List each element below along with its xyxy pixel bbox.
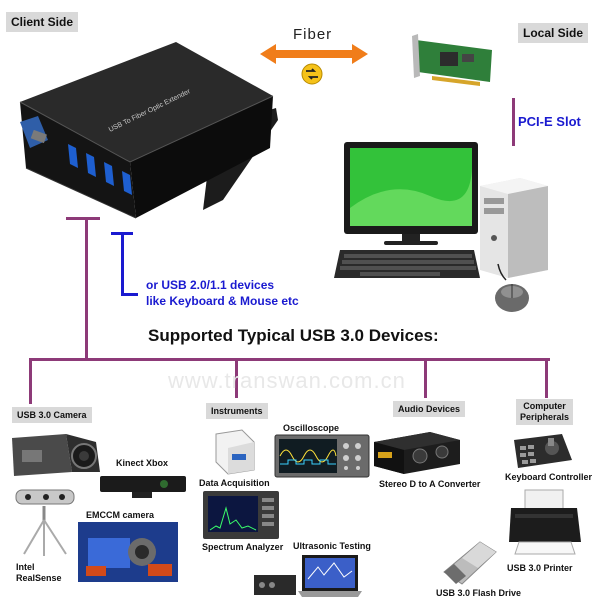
ultrasonic-testing-image — [254, 555, 362, 597]
kinect-label: Kinect Xbox — [116, 458, 169, 468]
usb2-devices-line2: like Keyboard & Mouse etc — [146, 294, 299, 308]
usb2-branch-bottom — [121, 293, 138, 296]
usb-printer-label: USB 3.0 Printer — [507, 563, 573, 573]
fiber-label: Fiber — [293, 26, 333, 43]
realsense-line1: Intel — [16, 562, 35, 572]
oscilloscope-image — [274, 434, 370, 478]
watermark-text: www.transwan.com.cn — [168, 368, 406, 393]
fiber-double-arrow-icon — [260, 44, 368, 64]
drop-camera — [29, 358, 32, 404]
audio-devices-tag: Audio Devices — [393, 401, 466, 417]
realsense-camera-image — [15, 489, 75, 556]
emccm-camera-image — [78, 522, 178, 582]
pcie-connector-bar — [512, 98, 515, 146]
flash-drive-label: USB 3.0 Flash Drive — [436, 588, 522, 598]
spectrum-analyzer-label: Spectrum Analyzer — [202, 542, 284, 552]
client-trunk — [85, 217, 88, 360]
fiber-extender-device: USB To Fiber Optic Extender — [19, 42, 278, 220]
keyboard-controller-label: Keyboard Controller — [505, 472, 593, 482]
data-acquisition-label: Data Acquisition — [199, 478, 270, 488]
stereo-dac-image — [374, 432, 460, 474]
kinect-xbox-image — [100, 476, 186, 498]
flash-drive-image — [443, 541, 497, 585]
data-acquisition-image — [215, 429, 255, 475]
usb30-camera-tag: USB 3.0 Camera — [12, 407, 92, 423]
keyboard-controller-image — [514, 434, 572, 468]
desktop-computer-image — [334, 142, 548, 312]
instruments-tag: Instruments — [206, 403, 268, 419]
client-branch-top — [66, 217, 100, 220]
spectrum-analyzer-image — [203, 491, 279, 539]
supported-devices-heading: Supported Typical USB 3.0 Devices: — [148, 326, 439, 345]
usb-printer-image — [509, 489, 581, 555]
usb2-devices-line1: or USB 2.0/1.1 devices — [146, 278, 275, 292]
realsense-line2: RealSense — [16, 573, 62, 583]
oscilloscope-label: Oscilloscope — [283, 423, 340, 433]
device-bus-line — [29, 358, 550, 361]
computer-peripherals-tag: Computer Peripherals — [516, 399, 574, 425]
drop-peripherals — [545, 358, 548, 398]
local-side-tag: Local Side — [518, 23, 589, 43]
computer-peripherals-line1: Computer — [523, 401, 566, 411]
ultrasonic-testing-label: Ultrasonic Testing — [293, 541, 371, 551]
pcie-card-image — [412, 34, 492, 86]
realsense-label: Intel RealSense — [16, 562, 62, 584]
computer-peripherals-line2: Peripherals — [520, 412, 570, 422]
pcie-slot-label: PCI-E Slot — [518, 114, 581, 129]
stereo-dac-label: Stereo D to A Converter — [379, 479, 481, 489]
usb2-branch-vertical — [121, 232, 124, 296]
emccm-label: EMCCM camera — [86, 510, 155, 520]
drop-instruments — [235, 358, 238, 398]
fiber-exchange-icon — [301, 63, 323, 85]
usb-camera-image — [12, 434, 100, 476]
client-side-tag: Client Side — [6, 12, 79, 32]
drop-audio — [424, 358, 427, 398]
